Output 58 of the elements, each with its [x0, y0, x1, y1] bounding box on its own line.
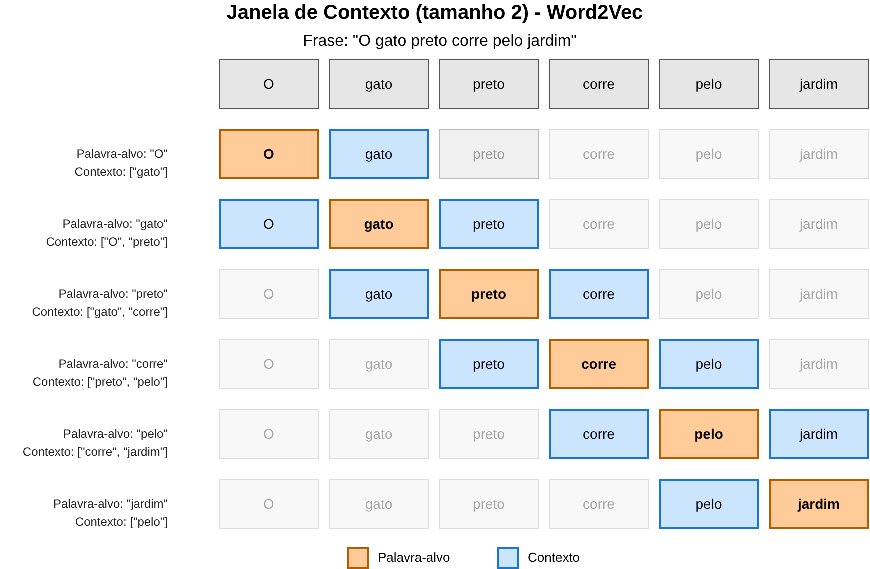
faded-word-box: preto: [439, 479, 539, 529]
faded-word-box: jardim: [769, 199, 869, 249]
target-word-label: Palavra-alvo: "gato": [62, 216, 168, 233]
target-word-box: pelo: [659, 409, 759, 459]
target-word-label: Palavra-alvo: "O": [76, 146, 168, 163]
word-box: gato: [329, 59, 429, 109]
faded-word-box: jardim: [769, 129, 869, 179]
faded-word-box: O: [219, 269, 319, 319]
faded-word-box: O: [219, 479, 319, 529]
context-list-label: Contexto: ["gato", "corre"]: [31, 304, 168, 321]
sentence-label: Frase: "O gato preto corre pelo jardim": [302, 33, 578, 51]
faded-word-box: preto: [439, 129, 539, 179]
chart-title: Janela de Contexto (tamanho 2) - Word2Vec: [226, 1, 644, 26]
target-word-box: corre: [549, 339, 649, 389]
word-box: corre: [549, 59, 649, 109]
context-word-box: pelo: [659, 339, 759, 389]
context-list-label: Contexto: ["pelo"]: [74, 514, 168, 531]
target-word-label: Palavra-alvo: "preto": [58, 286, 168, 303]
faded-word-box: jardim: [769, 339, 869, 389]
faded-word-box: gato: [329, 479, 429, 529]
target-word-box: O: [219, 129, 319, 179]
context-word-box: gato: [329, 129, 429, 179]
faded-word-box: pelo: [659, 269, 759, 319]
target-word-box: preto: [439, 269, 539, 319]
target-word-label: Palavra-alvo: "pelo": [62, 426, 168, 443]
faded-word-box: O: [219, 339, 319, 389]
target-word-label: Palavra-alvo: "corre": [58, 356, 168, 373]
context-list-label: Contexto: ["preto", "pelo"]: [32, 374, 168, 391]
context-word-box: preto: [439, 199, 539, 249]
faded-word-box: O: [219, 409, 319, 459]
legend-label: Palavra-alvo: [378, 550, 450, 566]
word-box: jardim: [769, 59, 869, 109]
context-word-box: pelo: [659, 479, 759, 529]
target-word-box: jardim: [769, 479, 869, 529]
context-list-label: Contexto: ["O", "preto"]: [45, 234, 168, 251]
context-word-box: gato: [329, 269, 429, 319]
context-word-box: preto: [439, 339, 539, 389]
context-list-label: Contexto: ["corre", "jardim"]: [22, 444, 168, 461]
word-box: pelo: [659, 59, 759, 109]
faded-word-box: pelo: [659, 129, 759, 179]
faded-word-box: jardim: [769, 269, 869, 319]
faded-word-box: corre: [549, 479, 649, 529]
context-list-label: Contexto: ["gato"]: [74, 164, 168, 181]
faded-word-box: preto: [439, 409, 539, 459]
faded-word-box: corre: [549, 129, 649, 179]
faded-word-box: gato: [329, 409, 429, 459]
faded-word-box: corre: [549, 199, 649, 249]
target-word-label: Palavra-alvo: "jardim": [52, 496, 168, 513]
context-word-box: corre: [549, 269, 649, 319]
word-box: O: [219, 59, 319, 109]
faded-word-box: gato: [329, 339, 429, 389]
context-word-box: jardim: [769, 409, 869, 459]
context-word-box: O: [219, 199, 319, 249]
faded-word-box: pelo: [659, 199, 759, 249]
context-word-box: corre: [549, 409, 649, 459]
target-word-box: gato: [329, 199, 429, 249]
legend-label: Contexto: [528, 550, 580, 566]
word-box: preto: [439, 59, 539, 109]
